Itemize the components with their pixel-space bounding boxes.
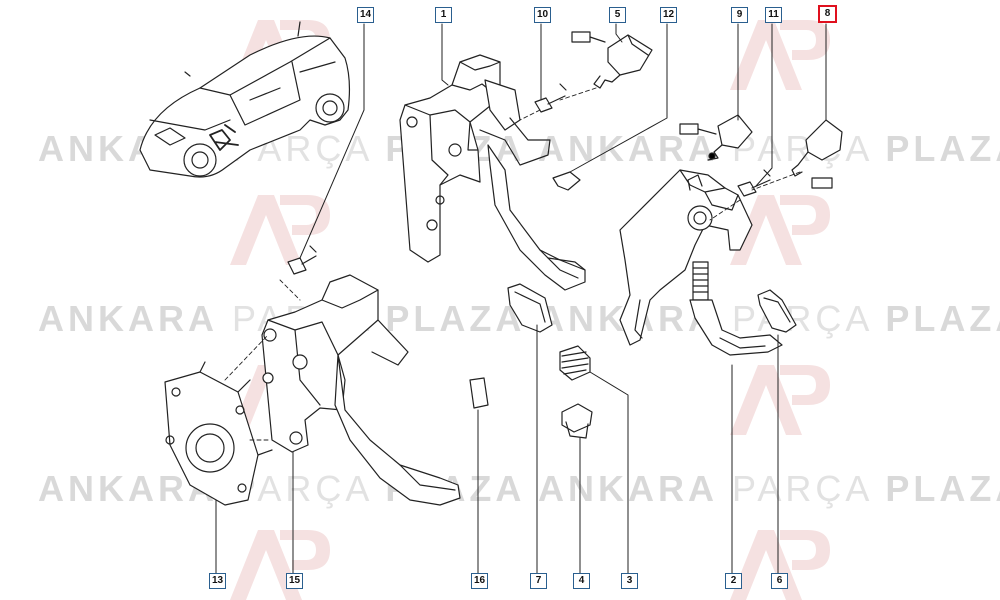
small-parts (469, 283, 593, 439)
callout-6[interactable]: 6 (771, 573, 788, 589)
callout-4[interactable]: 4 (573, 573, 590, 589)
pedal-bracket-right (619, 114, 843, 356)
pedal-bracket-main (399, 31, 653, 291)
leader-lines (215, 23, 827, 575)
callout-14[interactable]: 14 (357, 7, 374, 23)
callout-16[interactable]: 16 (471, 573, 488, 589)
callout-7[interactable]: 7 (530, 573, 547, 589)
pedal-bracket-lower (261, 245, 461, 506)
callout-3[interactable]: 3 (621, 573, 638, 589)
callout-12[interactable]: 12 (660, 7, 677, 23)
callout-15[interactable]: 15 (286, 573, 303, 589)
callout-13[interactable]: 13 (209, 573, 226, 589)
watermark-row-3: ANKARA PARÇA PLAZA (38, 468, 521, 509)
assembly-lines (224, 87, 801, 441)
callout-11[interactable]: 11 (765, 7, 782, 23)
car-illustration (139, 21, 351, 178)
callout-9[interactable]: 9 (731, 7, 748, 23)
watermark-row-3b: ANKARA PARÇA PLAZA (538, 468, 1000, 509)
callout-5[interactable]: 5 (609, 7, 626, 23)
callout-8-highlighted[interactable]: 8 (818, 5, 837, 23)
callout-1[interactable]: 1 (435, 7, 452, 23)
callout-10[interactable]: 10 (534, 7, 551, 23)
callout-2[interactable]: 2 (725, 573, 742, 589)
cover-plate (164, 361, 273, 506)
